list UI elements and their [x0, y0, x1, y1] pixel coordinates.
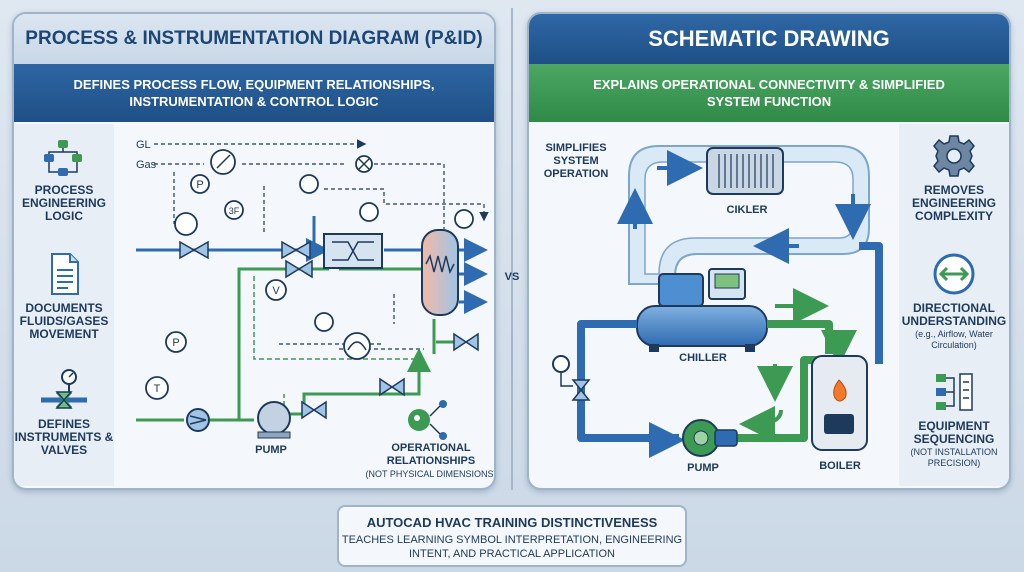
instrument-3f: 3F: [229, 206, 240, 216]
valve-3: [285, 259, 313, 279]
compressor-icon: [343, 332, 371, 360]
pid-pump-icon: [257, 401, 291, 435]
vs-label: VS: [504, 271, 520, 283]
relationship-icon: [408, 400, 447, 440]
pid-subtitle: DEFINES PROCESS FLOW, EQUIPMENT RELATION…: [14, 64, 494, 122]
gear-icon: [933, 135, 975, 177]
relationships-title: OPERATIONAL RELATIONSHIPS: [386, 442, 476, 467]
boiler-unit: [811, 355, 868, 451]
pid-side-item-logic: PROCESS ENGINEERING LOGIC: [14, 138, 114, 223]
pid-sidebar: PROCESS ENGINEERING LOGIC DOCUMENTS FLUI…: [14, 124, 114, 486]
instrument-t: T: [154, 383, 161, 395]
pressure-gauge-icon: [552, 355, 570, 373]
valve-2: [281, 240, 311, 260]
chiller-tank: [636, 305, 768, 347]
simplifies-note: SIMPLIFIES SYSTEM OPERATION: [543, 142, 609, 180]
sequence-icon: [936, 373, 973, 411]
boiler-label: BOILER: [819, 460, 861, 472]
pid-pump-label: PUMP: [255, 444, 287, 456]
schematic-side-sub-direction: (e.g., Airflow, Water Circulation): [915, 329, 993, 350]
valve-gauge-icon: [41, 369, 87, 409]
pid-side-label-documents: DOCUMENTS FLUIDS/GASES MOVEMENT: [19, 301, 109, 341]
pid-side-item-instruments: DEFINES INSTRUMENTS & VALVES: [14, 368, 114, 457]
valve-5: [301, 400, 327, 420]
flowchart-icon: [44, 140, 82, 176]
schematic-panel: SCHEMATIC DRAWING EXPLAINS OPERATIONAL C…: [527, 12, 1011, 490]
pid-side-label-logic: PROCESS ENGINEERING LOGIC: [21, 183, 106, 223]
schematic-valve-icon: [571, 379, 591, 401]
relationships-label: OPERATIONAL RELATIONSHIPS (NOT PHYSICAL …: [364, 442, 496, 481]
line-gas-label: Gas: [136, 159, 157, 171]
training-title: AUTOCAD HVAC TRAINING DISTINCTIVENESS: [366, 515, 658, 530]
schematic-sidebar: REMOVES ENGINEERING COMPLEXITY DIRECTION…: [899, 124, 1009, 486]
schematic-side-label-complexity: REMOVES ENGINEERING COMPLEXITY: [911, 183, 996, 223]
schematic-side-label-sequencing: EQUIPMENT SEQUENCING: [913, 419, 995, 446]
heat-exchanger-vessel: [421, 229, 459, 316]
pid-side-item-documents: DOCUMENTS FLUIDS/GASES MOVEMENT: [14, 252, 114, 341]
schematic-side-sub-sequencing: (NOT INSTALLATION PRECISION): [910, 447, 998, 468]
relationships-note: (NOT PHYSICAL DIMENSIONS): [365, 469, 496, 479]
chiller-label: CHILLER: [679, 352, 727, 364]
pid-diagram: P V P T 3F GL Gas: [136, 139, 489, 440]
chiller-motor: [658, 273, 704, 307]
center-divider: [511, 8, 513, 490]
schematic-diagram: [552, 145, 883, 458]
schematic-side-item-direction: DIRECTIONAL UNDERSTANDING (e.g., Airflow…: [899, 252, 1009, 351]
pid-side-label-instruments: DEFINES INSTRUMENTS & VALVES: [14, 417, 114, 457]
double-arrow-icon: [933, 253, 975, 295]
schematic-title: SCHEMATIC DRAWING: [529, 14, 1009, 64]
document-icon: [51, 253, 79, 295]
schematic-side-label-direction: DIRECTIONAL UNDERSTANDING: [901, 301, 1007, 328]
pid-title: PROCESS & INSTRUMENTATION DIAGRAM (P&ID): [14, 14, 494, 64]
valve-6: [453, 332, 479, 352]
training-text: TEACHES LEARNING SYMBOL INTERPRETATION, …: [341, 534, 683, 560]
instrument-p-bottom: P: [172, 337, 179, 349]
schematic-side-item-sequencing: EQUIPMENT SEQUENCING (NOT INSTALLATION P…: [899, 370, 1009, 469]
training-distinctiveness-box: AUTOCAD HVAC TRAINING DISTINCTIVENESS TE…: [337, 505, 687, 567]
line-gl-label: GL: [136, 139, 151, 151]
instrument-v: V: [272, 285, 280, 297]
pid-panel: PROCESS & INSTRUMENTATION DIAGRAM (P&ID)…: [12, 12, 496, 490]
instrument-p-top: P: [196, 179, 203, 191]
cikler-unit: [706, 147, 784, 195]
pid-small-pump-icon: [186, 408, 210, 432]
valve-1: [179, 240, 209, 260]
schematic-side-item-complexity: REMOVES ENGINEERING COMPLEXITY: [899, 134, 1009, 223]
schematic-subtitle: EXPLAINS OPERATIONAL CONNECTIVITY & SIMP…: [529, 64, 1009, 122]
valve-4: [379, 377, 405, 397]
schematic-pump-label: PUMP: [687, 462, 719, 474]
flame-icon: [833, 379, 847, 402]
cikler-label: CIKLER: [726, 204, 768, 216]
